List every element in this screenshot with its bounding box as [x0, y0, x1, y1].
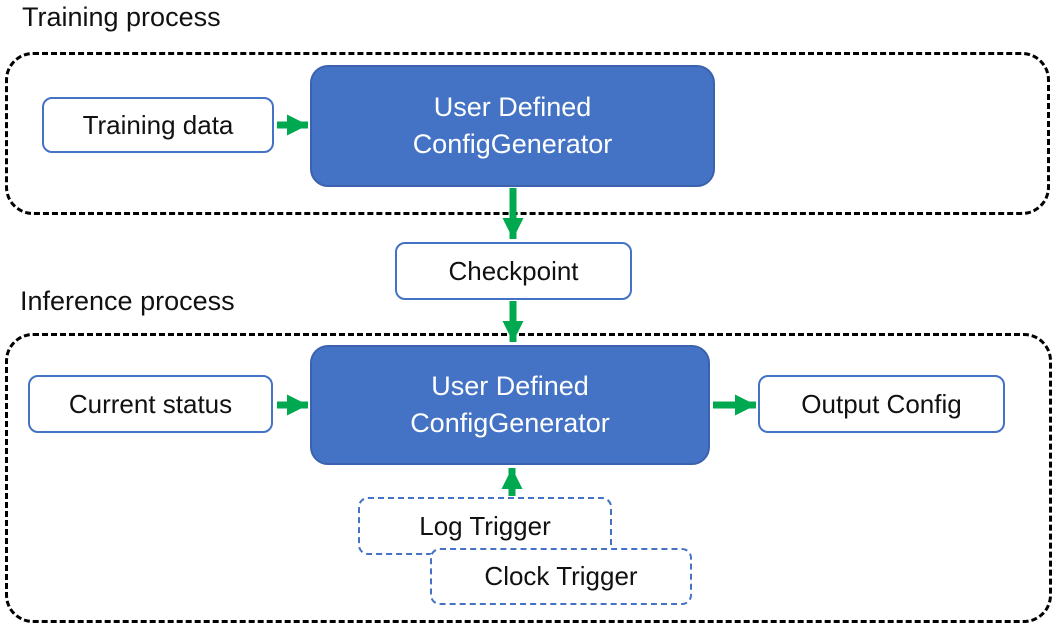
current-status-node: Current status	[28, 375, 273, 433]
training-process-container	[5, 52, 1050, 215]
inference-process-label: Inference process	[20, 286, 235, 316]
config-generator-inference-line2: ConfigGenerator	[410, 408, 610, 438]
inference-process-container	[5, 333, 1052, 623]
training-data-node: Training data	[42, 97, 274, 153]
checkpoint-node: Checkpoint	[395, 242, 632, 300]
output-config-node: Output Config	[758, 375, 1005, 433]
clock-trigger-node: Clock Trigger	[430, 548, 692, 605]
config-generator-training-line2: ConfigGenerator	[412, 129, 613, 159]
config-generator-training-line1: User Defined	[433, 92, 592, 122]
log-trigger-node: Log Trigger	[358, 497, 612, 555]
training-process-label: Training process	[22, 2, 221, 32]
config-generator-inference-line1: User Defined	[431, 371, 589, 401]
config-generator-inference-node: User Defined ConfigGenerator	[310, 345, 710, 465]
config-generator-training-node: User Defined ConfigGenerator	[310, 65, 715, 187]
